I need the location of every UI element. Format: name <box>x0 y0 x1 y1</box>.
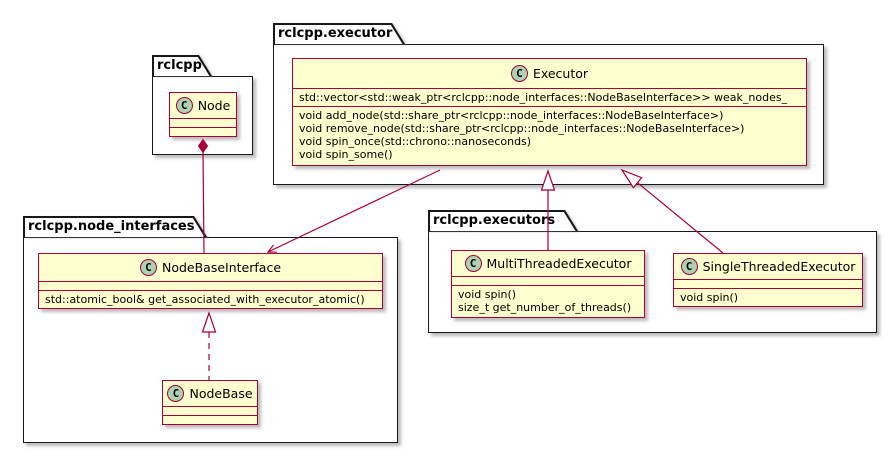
class-node-fields <box>170 118 236 127</box>
package-rclcpp-executor-label: rclcpp.executor <box>278 26 393 41</box>
class-multi-threaded-executor-fields <box>452 276 644 285</box>
class-executor-header: C Executor <box>293 59 806 88</box>
class-executor-fields: std::vector<std::weak_ptr<rclcpp::node_i… <box>293 88 806 106</box>
method: std::atomic_bool& get_associated_with_ex… <box>45 293 365 306</box>
class-node-base-header: C NodeBase <box>163 381 257 406</box>
class-node-base-interface-fields <box>39 281 382 290</box>
package-rclcpp-executors-label: rclcpp.executors <box>433 213 556 228</box>
class-node-base-interface: C NodeBaseInterface std::atomic_bool& ge… <box>38 253 383 309</box>
package-rclcpp-label: rclcpp <box>157 58 202 73</box>
class-node-base-fields <box>163 406 257 415</box>
class-icon: C <box>464 255 482 272</box>
class-executor-name: Executor <box>532 66 589 81</box>
package-rclcpp-executors-tab: rclcpp.executors <box>428 210 578 231</box>
package-rclcpp-node-interfaces-tab: rclcpp.node_interfaces <box>23 216 207 237</box>
package-tab-shape-fill <box>430 212 576 232</box>
class-node-methods <box>170 127 236 136</box>
class-multi-threaded-executor-header: C MultiThreadedExecutor <box>452 251 644 276</box>
class-executor: C Executor std::vector<std::weak_ptr<rcl… <box>292 58 807 166</box>
class-node-base-name: NodeBase <box>189 386 253 401</box>
package-tab-shape-fill <box>154 57 210 77</box>
field: std::vector<std::weak_ptr<rclcpp::node_i… <box>299 91 788 104</box>
package-rclcpp-node-interfaces-label: rclcpp.node_interfaces <box>28 219 195 234</box>
package-tab-shape-fill <box>275 25 403 45</box>
method: void spin_once(std::chrono::nanoseconds) <box>299 135 532 148</box>
class-single-threaded-executor-methods: void spin() <box>674 288 862 306</box>
class-multi-threaded-executor-name: MultiThreadedExecutor <box>486 256 632 271</box>
class-multi-threaded-executor: C MultiThreadedExecutor void spin() size… <box>451 250 645 318</box>
class-node: C Node <box>169 92 237 137</box>
method: void spin() <box>458 288 517 301</box>
class-icon: C <box>175 97 193 114</box>
class-node-base-interface-header: C NodeBaseInterface <box>39 254 382 281</box>
class-icon: C <box>139 259 157 276</box>
class-node-base-interface-methods: std::atomic_bool& get_associated_with_ex… <box>39 290 382 308</box>
class-single-threaded-executor-fields <box>674 279 862 288</box>
class-multi-threaded-executor-methods: void spin() size_t get_number_of_threads… <box>452 285 644 317</box>
class-executor-methods: void add_node(std::share_ptr<rclcpp::nod… <box>293 106 806 165</box>
class-node-base-interface-name: NodeBaseInterface <box>161 260 282 275</box>
class-single-threaded-executor: C SingleThreadedExecutor void spin() <box>673 253 863 307</box>
class-icon: C <box>167 385 185 402</box>
class-single-threaded-executor-name: SingleThreadedExecutor <box>702 259 856 274</box>
method: void add_node(std::share_ptr<rclcpp::nod… <box>299 109 724 122</box>
class-node-name: Node <box>197 98 231 113</box>
method: void spin_some() <box>299 148 393 161</box>
class-node-base-methods <box>163 415 257 424</box>
method: void remove_node(std::share_ptr<rclcpp::… <box>299 122 745 135</box>
method: size_t get_number_of_threads() <box>458 301 632 314</box>
class-node-header: C Node <box>170 93 236 118</box>
package-rclcpp-tab: rclcpp <box>152 55 212 76</box>
class-single-threaded-executor-header: C SingleThreadedExecutor <box>674 254 862 279</box>
class-node-base: C NodeBase <box>162 380 258 425</box>
class-icon: C <box>510 65 528 82</box>
method: void spin() <box>680 291 739 304</box>
package-tab-shape-fill <box>25 218 205 238</box>
package-rclcpp-executor-tab: rclcpp.executor <box>273 23 405 44</box>
class-icon: C <box>680 258 698 275</box>
